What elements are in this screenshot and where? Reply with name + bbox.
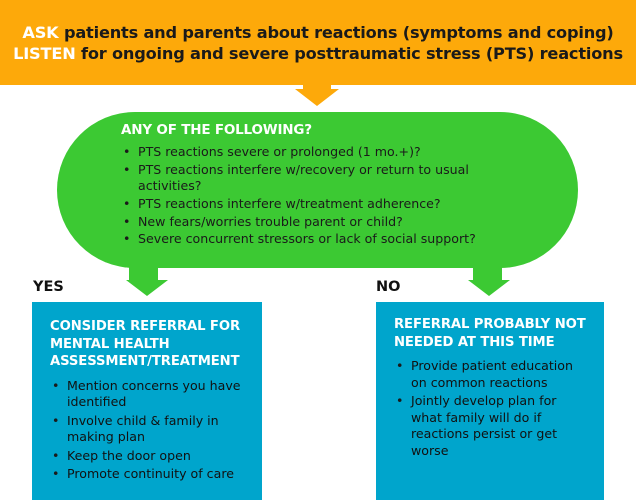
banner-line-ask: ASK patients and parents about reactions…	[22, 22, 613, 43]
yes-arrow-down-icon	[126, 262, 168, 296]
list-item: Mention concerns you have identified	[50, 378, 246, 411]
list-item: PTS reactions severe or prolonged (1 mo.…	[121, 144, 521, 161]
list-item: Severe concurrent stressors or lack of s…	[121, 231, 521, 248]
listen-text: for ongoing and severe posttraumatic str…	[75, 43, 623, 63]
yes-action-list: Mention concerns you have identified Inv…	[50, 378, 246, 483]
no-action-list: Provide patient education on common reac…	[394, 358, 590, 459]
no-outcome-box: REFERRAL PROBABLY NOT NEEDED AT THIS TIM…	[376, 302, 604, 500]
yes-outcome-title: CONSIDER REFERRAL FOR MENTAL HEALTH ASSE…	[50, 319, 240, 369]
list-item: PTS reactions interfere w/recovery or re…	[121, 162, 521, 195]
banner-line-listen: LISTEN for ongoing and severe posttrauma…	[13, 43, 623, 64]
list-item: Provide patient education on common reac…	[394, 358, 590, 391]
listen-keyword: LISTEN	[13, 43, 76, 63]
decision-content: ANY OF THE FOLLOWING? PTS reactions seve…	[121, 122, 521, 249]
yes-outcome-box: CONSIDER REFERRAL FOR MENTAL HEALTH ASSE…	[32, 302, 262, 500]
ask-text: patients and parents about reactions (sy…	[58, 22, 614, 42]
list-item: New fears/worries trouble parent or chil…	[121, 214, 521, 231]
list-item: PTS reactions interfere w/treatment adhe…	[121, 196, 521, 213]
no-outcome-title: REFERRAL PROBABLY NOT NEEDED AT THIS TIM…	[394, 317, 586, 350]
no-label: NO	[376, 279, 401, 295]
arrow-down-icon	[295, 84, 339, 106]
yes-label: YES	[33, 279, 64, 295]
list-item: Promote continuity of care	[50, 466, 246, 483]
list-item: Involve child & family in making plan	[50, 413, 246, 446]
ask-keyword: ASK	[22, 22, 59, 42]
no-arrow-down-icon	[468, 262, 510, 296]
ask-listen-banner: ASK patients and parents about reactions…	[0, 0, 636, 85]
decision-title: ANY OF THE FOLLOWING?	[121, 122, 312, 138]
list-item: Jointly develop plan for what family wil…	[394, 393, 590, 459]
list-item: Keep the door open	[50, 448, 246, 465]
decision-criteria-list: PTS reactions severe or prolonged (1 mo.…	[121, 144, 521, 248]
